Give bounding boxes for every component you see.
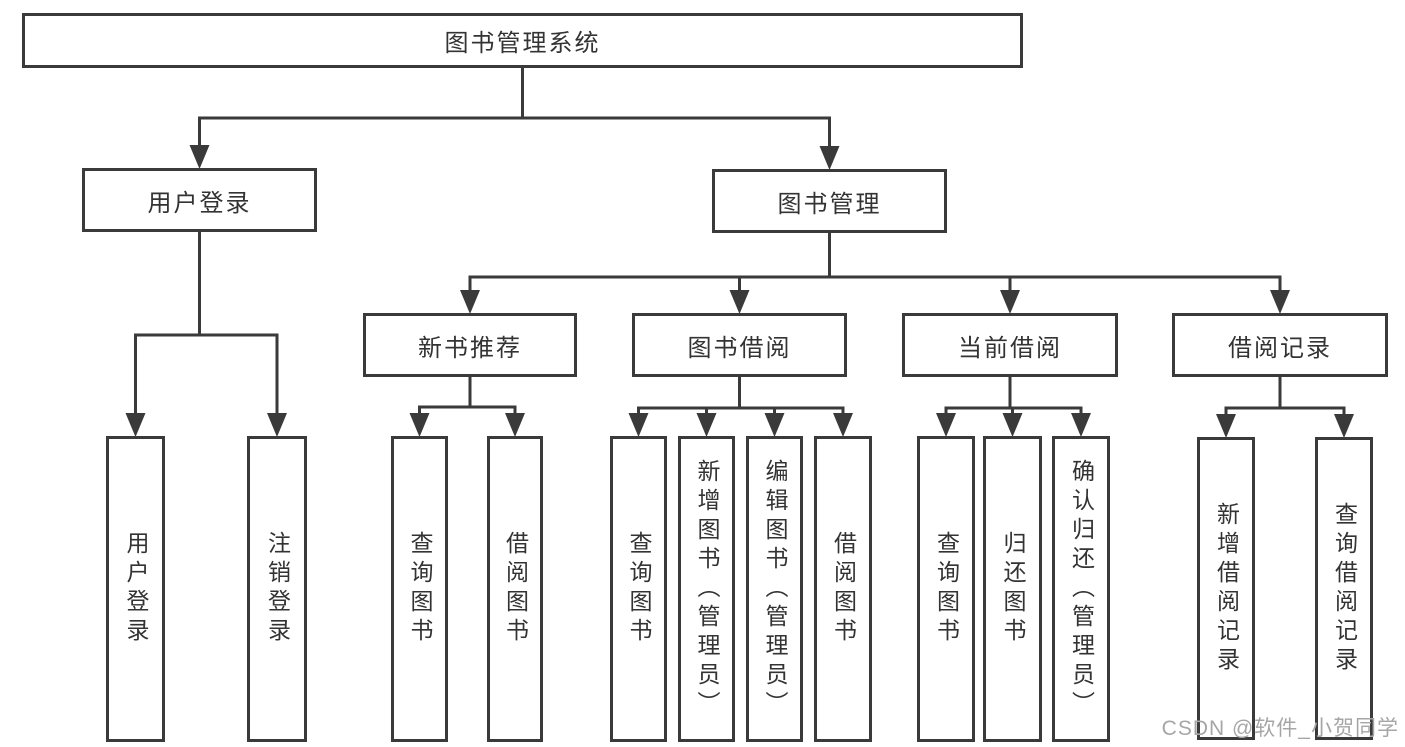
arrowhead-icon xyxy=(1334,414,1354,438)
arrowhead-icon xyxy=(1071,413,1091,437)
node-bb-borrow-books: 借阅图书 xyxy=(814,436,872,742)
node-label: 新书推荐 xyxy=(418,334,522,362)
node-label: 当前借阅 xyxy=(958,334,1062,362)
node-label: 图书借阅 xyxy=(687,334,792,362)
node-label: 查询借阅记录 xyxy=(1331,501,1358,676)
watermark-text: CSDN @软件_小贺同学 xyxy=(1161,717,1399,740)
arrowhead-icon xyxy=(1002,413,1023,437)
node-label: 用户登录 xyxy=(147,189,252,217)
node-current-borrow: 当前借阅 xyxy=(902,313,1118,377)
node-root: 图书管理系统 xyxy=(22,13,1023,68)
arrowhead-icon xyxy=(1216,414,1236,438)
arrowhead-icon xyxy=(819,146,840,170)
node-bb-add-books: 新增图书（管理员） xyxy=(678,436,735,742)
arrowhead-icon xyxy=(505,413,525,437)
node-label: 新增借阅记录 xyxy=(1213,501,1240,676)
node-label: 借阅图书 xyxy=(830,531,857,647)
node-label: 图书管理系统 xyxy=(444,30,601,57)
node-label: 查询图书 xyxy=(933,531,960,647)
node-br-add-record: 新增借阅记录 xyxy=(1197,437,1255,740)
node-book-borrow: 图书借阅 xyxy=(632,313,847,377)
arrowhead-icon xyxy=(764,413,785,437)
node-br-query-record: 查询借阅记录 xyxy=(1315,437,1373,740)
arrowhead-icon xyxy=(267,413,287,437)
arrowhead-icon xyxy=(1000,290,1020,314)
arrowhead-icon xyxy=(189,145,210,169)
node-cb-return-books: 归还图书 xyxy=(983,436,1042,742)
arrowhead-icon xyxy=(696,413,717,437)
node-label: 借阅记录 xyxy=(1228,334,1332,362)
arrowhead-icon xyxy=(1270,290,1290,314)
arrowhead-icon xyxy=(729,290,750,314)
node-user-login: 用户登录 xyxy=(82,168,317,232)
node-label: 查询图书 xyxy=(626,531,652,647)
node-label: 编辑图书（管理员） xyxy=(762,458,788,720)
node-leaf-logout: 注销登录 xyxy=(247,436,307,742)
node-nb-borrow-books: 借阅图书 xyxy=(487,436,543,742)
node-label: 确认归还（管理员） xyxy=(1068,458,1095,720)
node-new-books: 新书推荐 xyxy=(363,313,577,377)
node-label: 查询图书 xyxy=(407,531,433,647)
arrowhead-icon xyxy=(833,413,853,437)
node-bb-query-books: 查询图书 xyxy=(610,436,667,742)
node-borrow-records: 借阅记录 xyxy=(1172,313,1388,377)
arrowhead-icon xyxy=(409,413,430,437)
node-cb-query-books: 查询图书 xyxy=(917,436,975,742)
node-cb-confirm-return: 确认归还（管理员） xyxy=(1052,436,1110,742)
node-bb-edit-books: 编辑图书（管理员） xyxy=(746,436,803,742)
arrowhead-icon xyxy=(125,413,146,437)
node-label: 借阅图书 xyxy=(502,531,529,647)
node-label: 新增图书（管理员） xyxy=(694,458,720,720)
node-label: 图书管理 xyxy=(777,190,882,218)
arrowhead-icon xyxy=(936,413,956,437)
node-leaf-user-login: 用户登录 xyxy=(106,436,165,742)
node-nb-query-books: 查询图书 xyxy=(391,436,448,742)
node-label: 用户登录 xyxy=(123,531,149,647)
arrowhead-icon xyxy=(460,290,480,314)
node-label: 注销登录 xyxy=(264,531,291,647)
node-book-mgmt: 图书管理 xyxy=(712,169,947,233)
node-label: 归还图书 xyxy=(1000,531,1026,647)
arrowhead-icon xyxy=(628,413,649,437)
